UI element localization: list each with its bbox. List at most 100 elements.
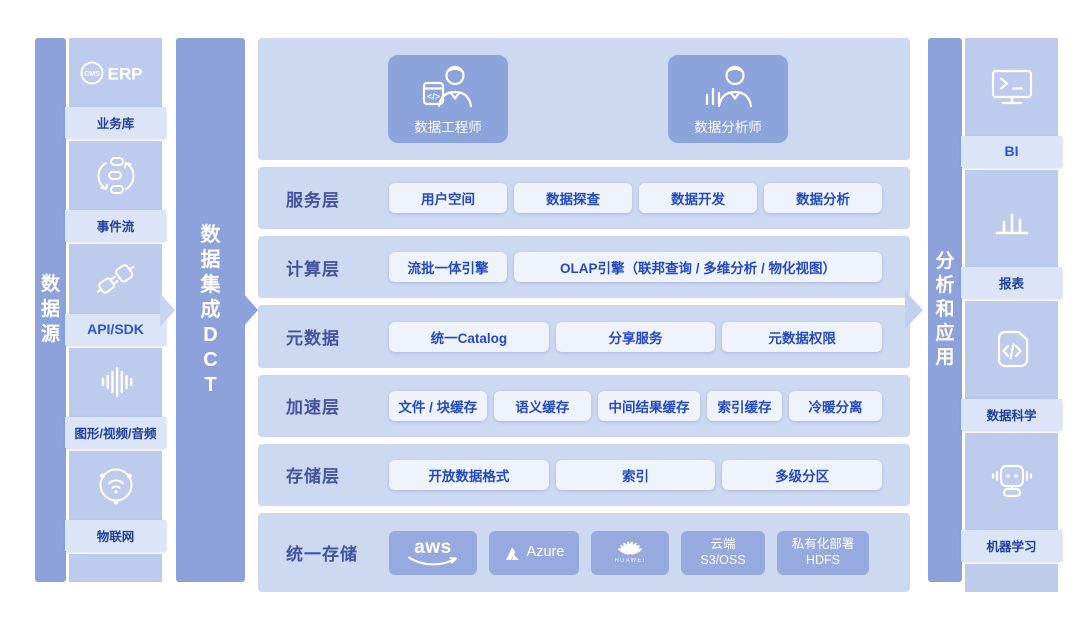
chip: 流批一体引擎 <box>389 252 507 283</box>
layer-label: 存储层 <box>286 467 340 487</box>
persona-label: 数据工程师 <box>414 120 482 135</box>
column-group: API/SDK <box>65 244 166 345</box>
bar-char: 数 <box>40 274 60 296</box>
data-sources-bar: 数据源 <box>35 38 66 582</box>
storage-chip-aws: aws <box>389 530 477 575</box>
chip: 文件 / 块缓存 <box>389 390 487 421</box>
storage-chip-line: 私有化部署 <box>791 536 855 551</box>
column-tail <box>965 564 1058 592</box>
column-label: 图形/视频/音频 <box>65 416 166 448</box>
persona-card-data-analyst: 数据分析师 <box>668 55 788 143</box>
column-group: 图形/视频/音频 <box>65 347 166 448</box>
data-analyst-icon <box>699 62 757 110</box>
column-group: 物联网 <box>65 450 166 552</box>
aws-logo-text: aws <box>414 536 452 558</box>
column-group: 事件流 <box>65 141 166 242</box>
chip: 语义缓存 <box>493 390 591 421</box>
storage-chip-huawei: HUAWEI <box>591 530 669 575</box>
arrow-right-icon <box>905 291 923 329</box>
column-label: 机器学习 <box>961 530 1062 561</box>
bar-char: C <box>203 348 218 371</box>
chip: 开放数据格式 <box>389 459 549 490</box>
column-tail <box>69 554 162 583</box>
persona-label: 数据分析师 <box>694 120 762 135</box>
personas-band: </> 数据工程师 数据分析师 <box>258 38 910 160</box>
bar-char: 集 <box>200 273 221 296</box>
data-engineer-icon: </> <box>419 62 477 110</box>
bar-char: 用 <box>935 346 955 368</box>
bar-char: 和 <box>935 299 955 321</box>
erp-cms-text: CMS <box>84 70 100 77</box>
layer-label: 元数据 <box>286 329 340 348</box>
chip: 数据分析 <box>764 183 882 214</box>
bar-char: 据 <box>40 299 60 321</box>
arrow-right-icon <box>160 293 175 327</box>
applications-column: BI 报表数据科学机器学习 <box>961 38 1062 592</box>
bar-char: 分 <box>935 251 955 273</box>
layer-label: 加速层 <box>286 398 340 418</box>
column-label: 报表 <box>961 267 1062 298</box>
chip-list: 用户空间数据探查数据开发数据分析 <box>389 183 882 214</box>
huawei-logo-text: HUAWEI <box>614 557 646 564</box>
bar-char: 源 <box>40 323 60 345</box>
chip: 统一Catalog <box>389 321 549 352</box>
layer-label: 服务层 <box>286 190 340 210</box>
column-label: 数据科学 <box>961 398 1062 430</box>
analysis-apps-bar: 分析和应用 <box>928 38 962 582</box>
bar-char: 据 <box>200 248 221 271</box>
layer-row: 存储层 开放数据格式索引多级分区 <box>258 443 910 507</box>
column-label: BI <box>961 135 1062 167</box>
erp-icon: CMS ERP <box>69 38 162 108</box>
report-chart-icon <box>965 169 1058 267</box>
bar-char: 成 <box>200 298 221 321</box>
platform-panel: </>数据工程师数据分析师 服务层用户空间数据探查数据开发数据分析计算层流批一体… <box>258 38 910 593</box>
persona-card-data-engineer: </> 数据工程师 <box>388 55 508 143</box>
storage-chip-line: 云端 <box>710 536 736 551</box>
chip-list: 文件 / 块缓存语义缓存中间结果缓存索引缓存冷暖分离 <box>389 390 882 421</box>
media-wave-icon <box>69 347 162 417</box>
bar-char: T <box>204 373 217 396</box>
chip: OLAP引擎（联邦查询 / 多维分析 / 物化视图） <box>514 252 882 283</box>
layer-label: 统一存储 <box>286 545 358 565</box>
iot-icon <box>69 450 162 521</box>
column-label: 事件流 <box>65 210 166 242</box>
data-science-icon <box>965 301 1058 399</box>
chip: 数据开发 <box>639 183 757 214</box>
layer-row: 服务层 用户空间数据探查数据开发数据分析 <box>258 167 910 230</box>
column-group: 报表 <box>961 169 1062 298</box>
huawei-logo-icon <box>618 541 642 555</box>
column-group: BI <box>961 38 1062 167</box>
column-group: 数据科学 <box>961 301 1062 430</box>
column-label: API/SDK <box>65 313 166 345</box>
bar-char: 应 <box>935 322 955 344</box>
chip: 索引缓存 <box>707 390 782 421</box>
ml-robot-icon <box>965 432 1058 530</box>
bi-terminal-icon <box>965 38 1058 136</box>
event-stream-icon <box>69 141 162 211</box>
chip: 多级分区 <box>722 459 883 490</box>
column-group: 机器学习 <box>961 432 1062 561</box>
storage-chip-line: HDFS <box>805 552 841 567</box>
plug-icon <box>69 244 162 314</box>
layer-row: 加速层 文件 / 块缓存语义缓存中间结果缓存索引缓存冷暖分离 <box>258 374 910 437</box>
chip: 用户空间 <box>389 183 507 214</box>
azure-logo-icon <box>505 547 519 560</box>
chip: 元数据权限 <box>722 321 883 352</box>
chip-list: 开放数据格式索引多级分区 <box>389 459 883 490</box>
storage-chip-line: S3/OSS <box>700 552 746 567</box>
chip: 索引 <box>555 459 716 490</box>
bar-char: D <box>203 323 218 346</box>
svg-text:</>: </> <box>427 92 440 102</box>
chip: 中间结果缓存 <box>598 390 700 421</box>
azure-logo-text: Azure <box>526 544 565 561</box>
erp-text: ERP <box>107 64 142 83</box>
